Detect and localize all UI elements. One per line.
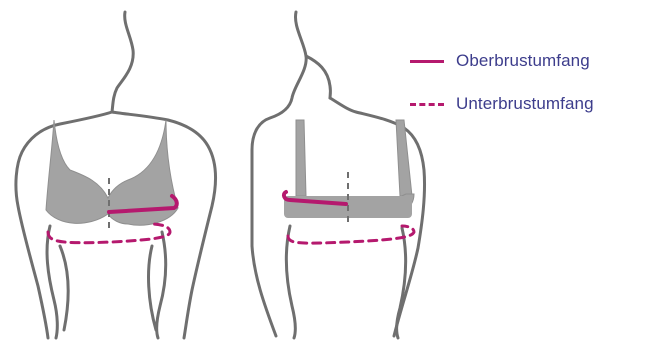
- front-waist-line: [60, 246, 68, 330]
- back-underbust-line: [288, 226, 414, 243]
- legend-label-underbust: Unterbrustumfang: [456, 94, 594, 114]
- front-left-arm: [47, 226, 57, 338]
- back-right-arm: [397, 228, 406, 338]
- legend-item-underbust: Unterbrustumfang: [410, 91, 646, 117]
- legend-label-overbust: Oberbrustumfang: [456, 51, 590, 71]
- dashed-line-icon: [410, 103, 444, 106]
- legend: Oberbrustumfang Unterbrustumfang: [410, 48, 646, 134]
- legend-item-overbust: Oberbrustumfang: [410, 48, 646, 74]
- front-waist-line-right: [149, 246, 156, 330]
- back-bra-straps: [296, 120, 412, 196]
- solid-line-icon: [410, 60, 444, 63]
- back-left-arm: [286, 226, 295, 338]
- back-neck-right: [306, 56, 330, 98]
- front-figure: [16, 12, 216, 338]
- front-right-arm: [157, 232, 166, 338]
- back-figure: [252, 12, 425, 338]
